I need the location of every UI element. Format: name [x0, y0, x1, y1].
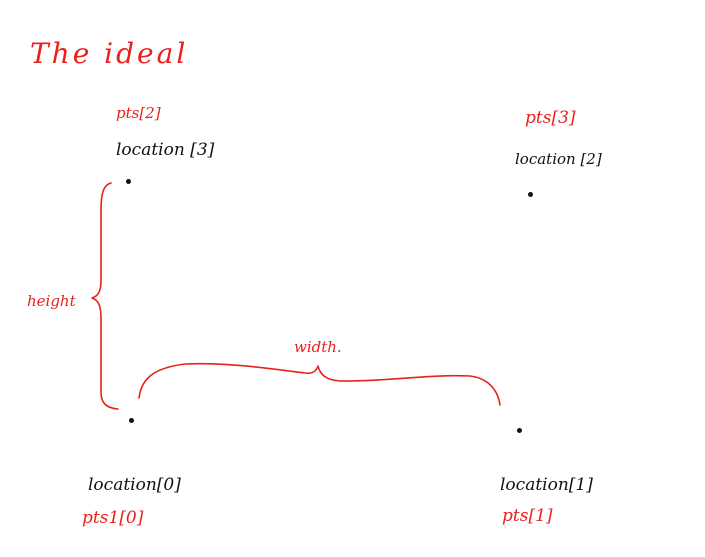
width-label: width. — [294, 338, 342, 356]
bottom-left-point — [129, 418, 134, 423]
top-left-location-label: location [3] — [116, 140, 215, 160]
diagram-title: The ideal — [30, 37, 189, 70]
top-right-pts-label: pts[3] — [525, 108, 576, 128]
bottom-left-pts-label: pts1[0] — [82, 508, 144, 528]
width-brace — [138, 362, 501, 406]
top-left-pts-label: pts[2] — [116, 104, 161, 122]
bottom-right-location-label: location[1] — [500, 475, 593, 495]
bottom-right-pts-label: pts[1] — [502, 506, 553, 526]
top-right-location-label: location [2] — [515, 150, 602, 168]
top-left-point — [126, 179, 131, 184]
bottom-left-location-label: location[0] — [88, 475, 181, 495]
bottom-right-point — [517, 428, 522, 433]
top-right-point — [528, 192, 533, 197]
height-label: height — [27, 292, 76, 310]
height-brace — [91, 182, 119, 410]
